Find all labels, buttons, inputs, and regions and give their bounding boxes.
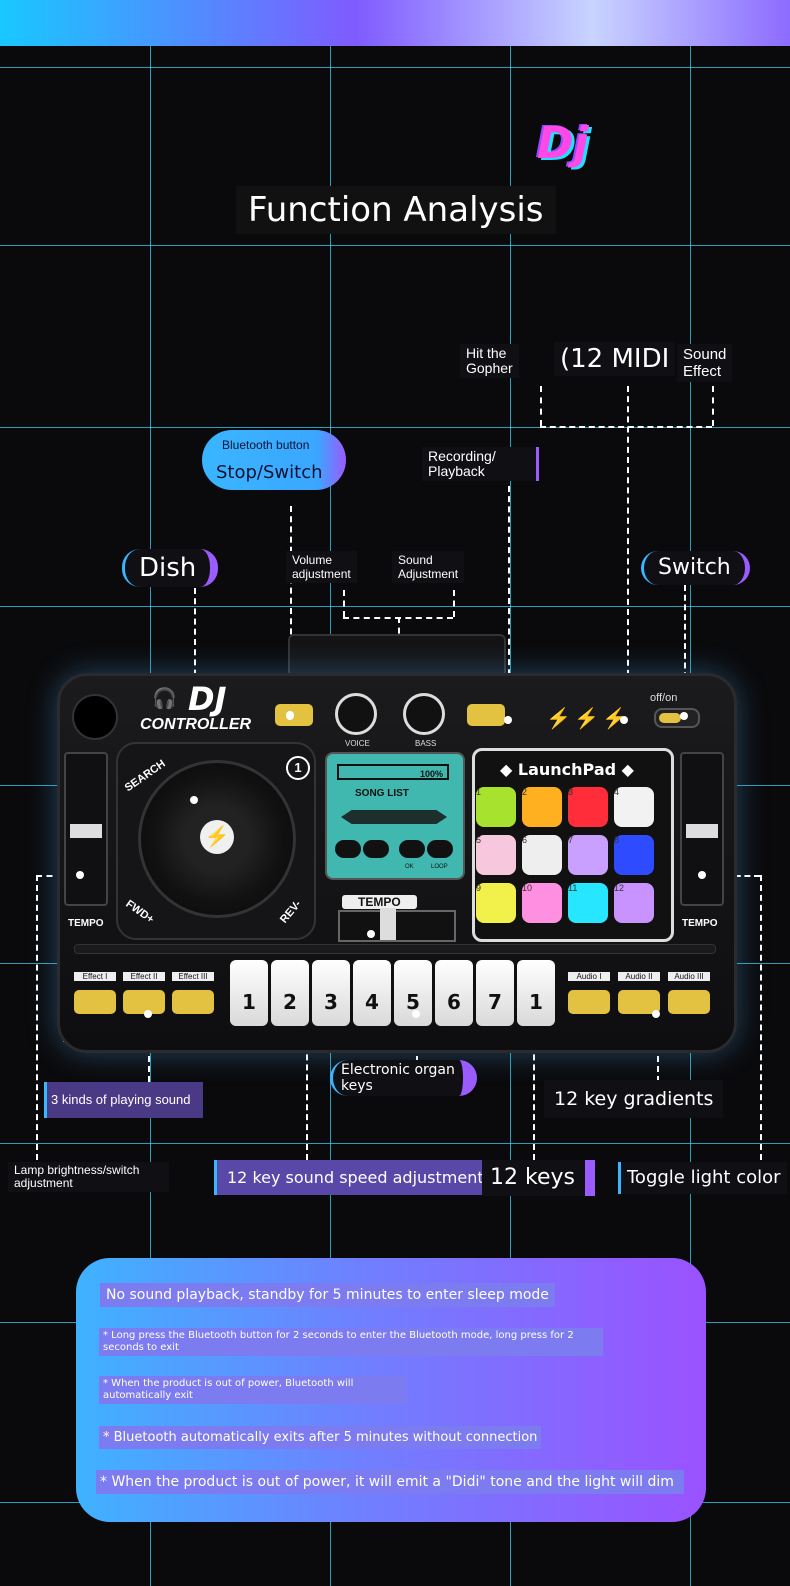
off-on-label: off/on <box>650 692 678 704</box>
top-gradient-bar <box>0 0 790 46</box>
label-lamp: Lamp brightness/switch adjustment <box>8 1162 170 1192</box>
progress-100: 100% <box>337 764 449 780</box>
headphones-icon: 🎧 <box>152 688 177 710</box>
note-sleep-mode: No sound playback, standby for 5 minutes… <box>100 1283 555 1307</box>
label-12-midi: (12 MIDI <box>554 342 676 376</box>
divider-strip <box>74 944 716 954</box>
label-recording: Recording/ Playback <box>422 447 539 481</box>
organ-key[interactable]: 4 <box>353 960 391 1026</box>
effect-label-2: Effect II <box>123 972 165 981</box>
label-organ-keys: Electronic organ keys <box>330 1060 477 1096</box>
organ-key[interactable]: 7 <box>476 960 514 1026</box>
effect-button-2[interactable] <box>123 990 165 1014</box>
effect-button-3[interactable] <box>172 990 214 1014</box>
sound-effect-buttons: ⚡ ⚡ ⚡ <box>540 686 628 738</box>
launchpad-pad[interactable]: 12 <box>614 883 654 923</box>
nav-bar <box>341 810 447 824</box>
note-bluetooth-timeout: * Bluetooth automatically exits after 5 … <box>99 1426 542 1449</box>
launchpad-pad[interactable]: 7 <box>568 835 608 875</box>
audio-label-3: Audio III <box>668 972 710 981</box>
left-tempo-label: TEMPO <box>68 918 104 929</box>
launchpad-title: ◆ LaunchPad ◆ <box>500 760 634 779</box>
ok-button[interactable] <box>399 840 425 858</box>
effect-bolt-icon[interactable]: ⚡ <box>602 708 627 730</box>
bass-label: BASS <box>415 739 437 748</box>
effect-label-1: Effect I <box>74 972 116 981</box>
label-bluetooth-button: Bluetooth button <box>222 438 310 452</box>
voice-label: VOICE <box>345 739 370 748</box>
organ-key[interactable]: 1 <box>517 960 555 1026</box>
launchpad-pad[interactable]: 5 <box>476 835 516 875</box>
launchpad-pad[interactable]: 10 <box>522 883 562 923</box>
label-three-sounds: 3 kinds of playing sound <box>51 1092 191 1107</box>
launchpad-pad[interactable]: 8 <box>614 835 654 875</box>
label-key-gradients: 12 key gradients <box>544 1080 724 1118</box>
record-button[interactable] <box>467 704 505 726</box>
audio-button-1[interactable] <box>568 990 610 1014</box>
prev-button[interactable] <box>335 840 361 858</box>
audio-button-3[interactable] <box>668 990 710 1014</box>
note-bluetooth-mode: * Long press the Bluetooth button for 2 … <box>99 1328 603 1356</box>
audio-label-2: Audio II <box>618 972 660 981</box>
brand-controller: CONTROLLER <box>140 716 252 733</box>
audio-label-1: Audio I <box>568 972 610 981</box>
bass-knob[interactable] <box>403 693 445 735</box>
center-tempo-label: TEMPO <box>342 895 417 909</box>
lightning-icon: ⚡ <box>200 820 234 854</box>
right-tempo-slider[interactable] <box>680 752 724 906</box>
label-sound-adjustment: Sound Adjustment <box>392 551 465 583</box>
label-switch: Switch <box>641 551 750 585</box>
loop-label: LOOP <box>431 864 448 870</box>
next-button[interactable] <box>363 840 389 858</box>
label-dish: Dish <box>122 549 219 587</box>
effect-label-3: Effect III <box>172 972 214 981</box>
effect-bolt-icon[interactable]: ⚡ <box>546 708 571 730</box>
launchpad-pad[interactable]: 3 <box>568 787 608 827</box>
launchpad-pad[interactable]: 2 <box>522 787 562 827</box>
note-bluetooth-power: * When the product is out of power, Blue… <box>99 1376 407 1404</box>
label-volume: Volume adjustment <box>286 551 357 583</box>
launchpad-pad[interactable]: 9 <box>476 883 516 923</box>
organ-key[interactable]: 3 <box>312 960 350 1026</box>
song-list-screen: 100% SONG LIST OK LOOP <box>325 752 465 880</box>
label-hit-gopher: Hit the Gopher <box>460 344 519 378</box>
page-title: Function Analysis <box>236 186 556 234</box>
dj-logo: Dj <box>537 118 589 169</box>
effect-button-1[interactable] <box>74 990 116 1014</box>
bluetooth-callout: Bluetooth button Stop/Switch <box>202 430 346 490</box>
label-stop-switch: Stop/Switch <box>216 462 323 483</box>
organ-key[interactable]: 2 <box>271 960 309 1026</box>
label-toggle-light: Toggle light color <box>618 1162 787 1194</box>
speaker-hole <box>72 694 118 740</box>
brand-dj: DJ <box>188 680 227 718</box>
ok-label: OK <box>405 864 414 870</box>
launchpad-pad[interactable]: 1 <box>476 787 516 827</box>
label-speed-adjust: 12 key sound speed adjustment <box>214 1160 498 1195</box>
center-tempo-slider[interactable] <box>338 908 456 942</box>
three-sounds-callout: 3 kinds of playing sound <box>44 1082 203 1118</box>
power-switch[interactable] <box>654 708 700 728</box>
right-tempo-label: TEMPO <box>682 918 718 929</box>
effect-bolt-icon[interactable]: ⚡ <box>574 708 599 730</box>
label-12-keys: 12 keys <box>482 1160 595 1196</box>
voice-knob[interactable] <box>335 693 377 735</box>
launchpad-label: LaunchPad <box>517 760 617 779</box>
bluetooth-button[interactable] <box>275 704 313 726</box>
organ-key[interactable]: 1 <box>230 960 268 1026</box>
note-didi-tone: * When the product is out of power, it w… <box>96 1470 684 1494</box>
number-badge: 1 <box>286 756 310 780</box>
song-list-label: SONG LIST <box>355 788 409 799</box>
launchpad-pad[interactable]: 11 <box>568 883 608 923</box>
launchpad-pad[interactable]: 6 <box>522 835 562 875</box>
device-top-handle <box>288 634 506 678</box>
organ-key[interactable]: 6 <box>435 960 473 1026</box>
loop-button[interactable] <box>427 840 453 858</box>
launchpad-pad[interactable]: 4 <box>614 787 654 827</box>
left-tempo-slider[interactable] <box>64 752 108 906</box>
label-sound-effect: Sound Effect <box>677 344 733 382</box>
